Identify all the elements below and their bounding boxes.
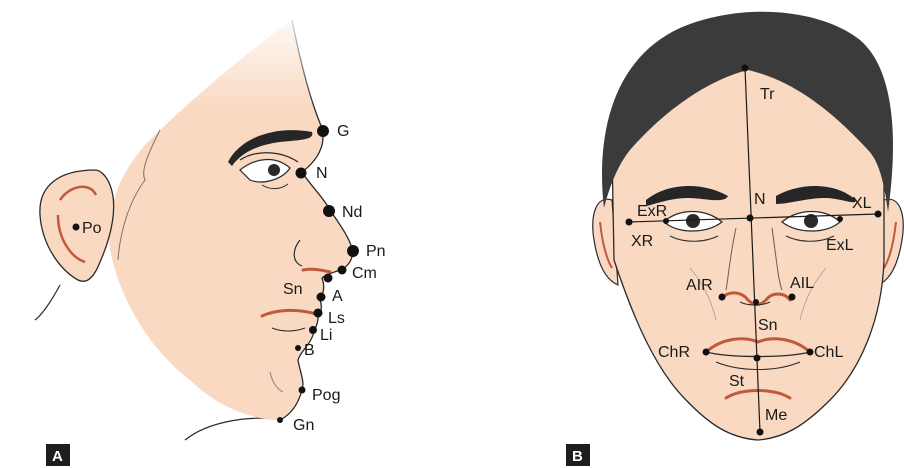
- panel-a-badge: A: [46, 444, 70, 466]
- landmark-me-dot: [757, 429, 764, 436]
- label-ail: AIL: [790, 275, 814, 292]
- label-po: Po: [82, 220, 102, 237]
- label-chr: ChR: [658, 344, 690, 361]
- landmark-pn-dot: [347, 245, 359, 257]
- landmark-g-dot: [317, 125, 329, 137]
- landmark-gn-dot: [277, 417, 283, 423]
- label-g: G: [337, 123, 349, 140]
- label-exr: ExR: [637, 203, 667, 220]
- landmark-chl-dot: [807, 349, 814, 356]
- label-nd: Nd: [342, 204, 362, 221]
- landmark-li-dot: [309, 326, 317, 334]
- landmark-ls-dot: [314, 309, 323, 318]
- panel-a-label: A: [52, 448, 63, 465]
- label-sn-front: Sn: [758, 317, 778, 334]
- landmark-st-dot: [754, 355, 761, 362]
- landmark-air-dot: [719, 294, 726, 301]
- label-li: Li: [320, 327, 332, 344]
- landmark-a-dot: [317, 293, 326, 302]
- frontal-face: [593, 12, 903, 440]
- label-chl: ChL: [814, 344, 843, 361]
- label-pog: Pog: [312, 387, 340, 404]
- label-pn: Pn: [366, 243, 386, 260]
- label-air: AIR: [686, 277, 713, 294]
- label-sn: Sn: [283, 281, 303, 298]
- landmark-chr-dot: [703, 349, 710, 356]
- label-tr: Tr: [760, 86, 775, 103]
- label-n: N: [316, 165, 328, 182]
- label-xr: XR: [631, 233, 653, 250]
- landmark-n-front-dot: [747, 215, 754, 222]
- label-ls: Ls: [328, 310, 345, 327]
- label-n-front: N: [754, 191, 766, 208]
- landmark-xl-dot: [875, 211, 882, 218]
- label-a: A: [332, 288, 343, 305]
- label-exl: ExL: [826, 237, 854, 254]
- landmark-tr-dot: [742, 65, 749, 72]
- landmark-nd-dot: [323, 205, 335, 217]
- label-st: St: [729, 373, 745, 390]
- landmark-sn-dot: [324, 274, 333, 283]
- label-me: Me: [765, 407, 787, 424]
- panel-b-label: B: [572, 448, 583, 465]
- label-b: B: [304, 342, 315, 359]
- landmark-pog-dot: [299, 387, 306, 394]
- landmark-cm-dot: [338, 266, 347, 275]
- label-cm: Cm: [352, 265, 377, 282]
- landmark-enl-dot: [837, 216, 843, 222]
- landmark-sn-front-dot: [753, 299, 759, 305]
- landmark-n-dot: [296, 168, 307, 179]
- label-gn: Gn: [293, 417, 314, 434]
- landmark-exr-dot: [626, 219, 633, 226]
- landmark-ail-dot: [789, 294, 796, 301]
- panel-b-badge: B: [566, 444, 590, 466]
- label-xl: XL: [852, 195, 872, 212]
- landmark-b-dot: [295, 345, 301, 351]
- landmark-po-dot: [73, 224, 80, 231]
